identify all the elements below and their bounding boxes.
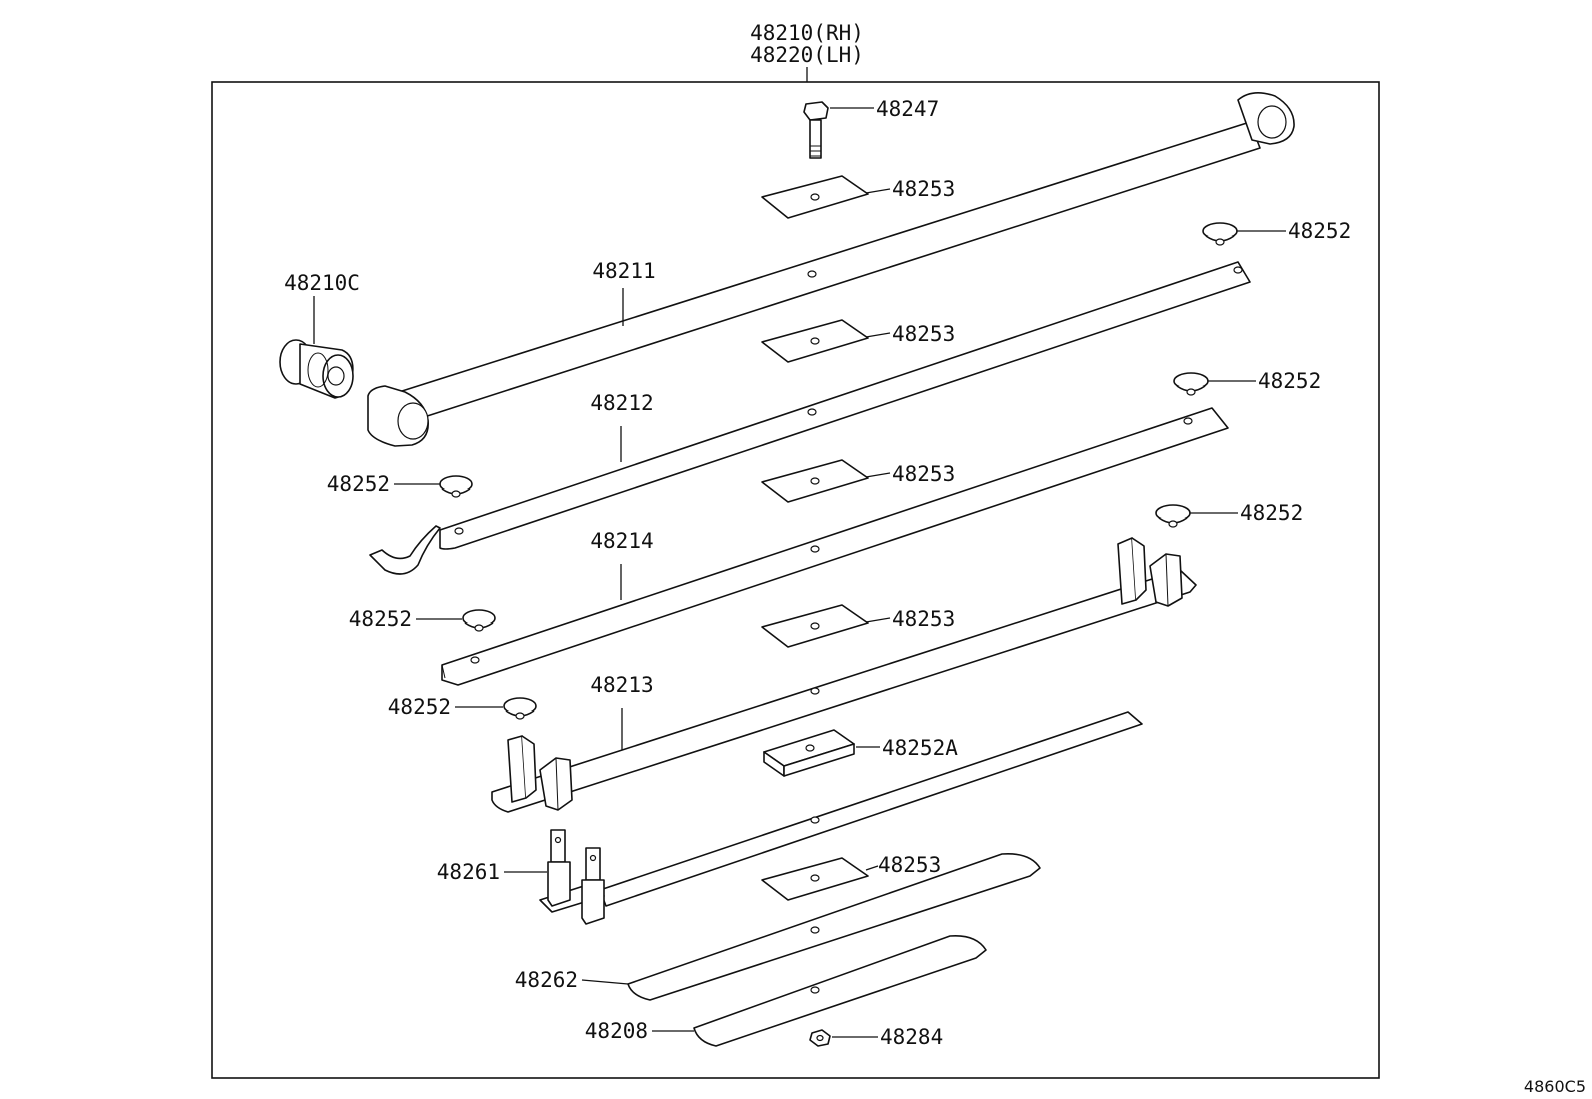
pad-part <box>761 857 869 901</box>
rebound-button-part <box>1202 222 1238 246</box>
rebound-button-part <box>1173 372 1209 396</box>
label-leaf-5: 48261 <box>437 860 500 884</box>
label-bolt: 48247 <box>876 97 939 121</box>
title-line-2: 48220(LH) <box>750 43 864 67</box>
rebound-button-part <box>503 697 537 720</box>
pad-part <box>761 459 869 503</box>
label-pad-4: 48253 <box>892 607 955 631</box>
fourth-leaf-part <box>491 537 1197 813</box>
label-leaf-6: 48262 <box>515 968 578 992</box>
label-pad-1: 48253 <box>892 177 955 201</box>
diagram-code: 4860C5 <box>1524 1077 1586 1096</box>
label-pad-2: 48253 <box>892 322 955 346</box>
label-button-right-3: 48252 <box>1240 501 1303 525</box>
label-clip-pad: 48252A <box>882 736 958 760</box>
rebound-button-part <box>1155 504 1191 528</box>
bushing-part <box>279 339 354 399</box>
label-button-right-1: 48252 <box>1288 219 1351 243</box>
seventh-leaf-part <box>693 934 987 1047</box>
main-leaf-part <box>367 92 1295 447</box>
label-button-right-2: 48252 <box>1258 369 1321 393</box>
pad-part <box>761 319 869 363</box>
center-bolt-part <box>803 101 829 159</box>
label-button-left-3: 48252 <box>388 695 451 719</box>
second-leaf-part <box>369 261 1251 575</box>
sixth-leaf-part <box>627 852 1041 1001</box>
label-nut: 48284 <box>880 1025 943 1049</box>
clip-pad-part <box>763 729 855 777</box>
label-leaf-main: 48211 <box>592 259 655 283</box>
rebound-button-part <box>439 475 473 498</box>
label-button-left-1: 48252 <box>327 472 390 496</box>
label-leaf-4: 48213 <box>590 673 653 697</box>
pad-part <box>761 604 869 648</box>
nut-part <box>809 1029 831 1047</box>
label-leaf-2: 48212 <box>590 391 653 415</box>
title-line-1: 48210(RH) <box>750 21 864 45</box>
label-leaf-7: 48208 <box>585 1019 648 1043</box>
label-button-left-2: 48252 <box>349 607 412 631</box>
pad-part <box>761 175 869 219</box>
rebound-button-part <box>462 609 496 632</box>
label-leaf-3: 48214 <box>590 529 653 553</box>
diagram-frame <box>211 81 1380 1079</box>
label-pad-3: 48253 <box>892 462 955 486</box>
fifth-leaf-part <box>539 711 1143 925</box>
label-pad-5: 48253 <box>878 853 941 877</box>
label-bushing: 48210C <box>284 271 360 295</box>
third-leaf-part <box>441 407 1229 686</box>
